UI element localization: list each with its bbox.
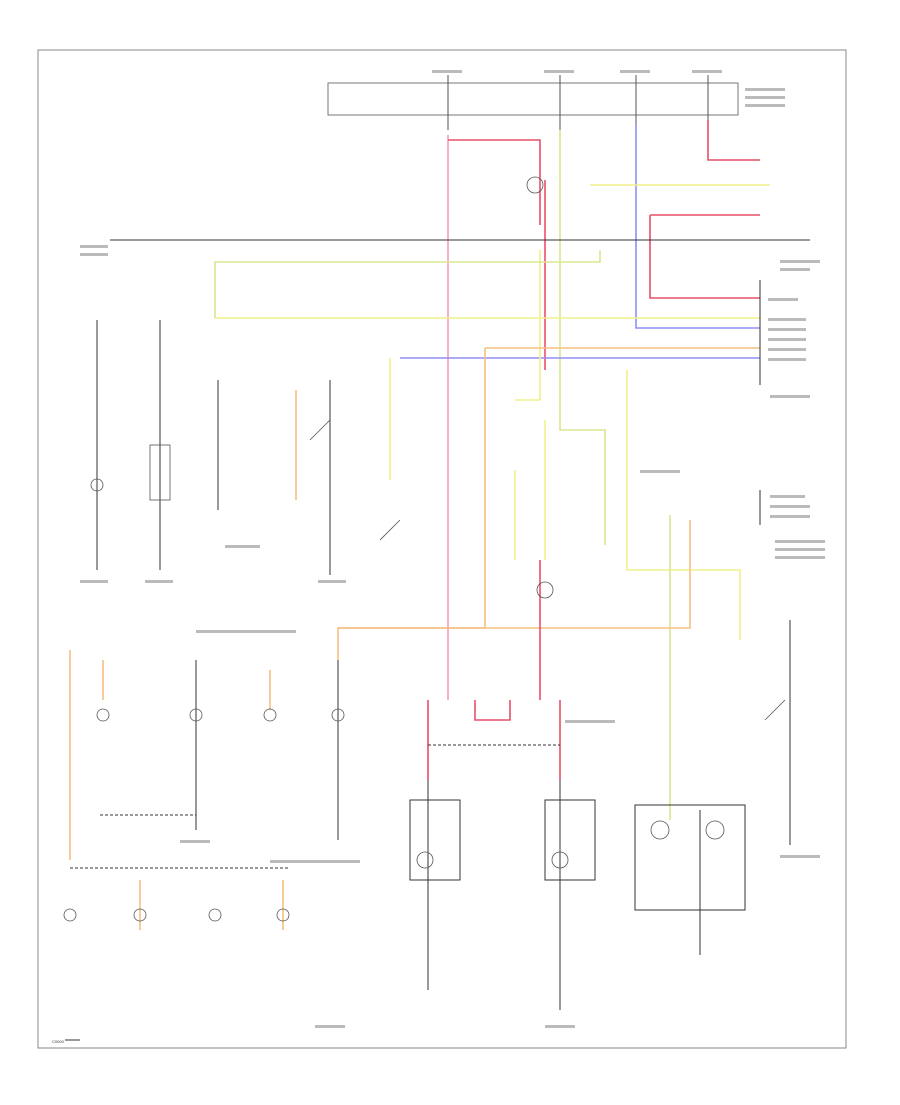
footer-code: C0000 <box>52 1039 65 1044</box>
yellow-wire-right <box>626 370 741 640</box>
label-marks <box>80 70 825 1028</box>
red-wire-top <box>448 139 541 225</box>
fuse-box <box>327 82 739 116</box>
greenyellow-wire <box>214 250 601 318</box>
blue-wire-module <box>635 125 760 329</box>
orange-wire-bottom <box>338 520 691 629</box>
red-wire-to-module <box>649 215 760 299</box>
red-wire-right <box>707 120 760 161</box>
ground-wires <box>65 239 810 1041</box>
green-wire-top <box>559 130 606 545</box>
diagram-border <box>37 49 847 1049</box>
wires <box>69 120 770 930</box>
orange-wire-down <box>337 348 486 660</box>
yellow-wire-center <box>515 250 541 401</box>
lamp-symbols <box>63 176 786 922</box>
